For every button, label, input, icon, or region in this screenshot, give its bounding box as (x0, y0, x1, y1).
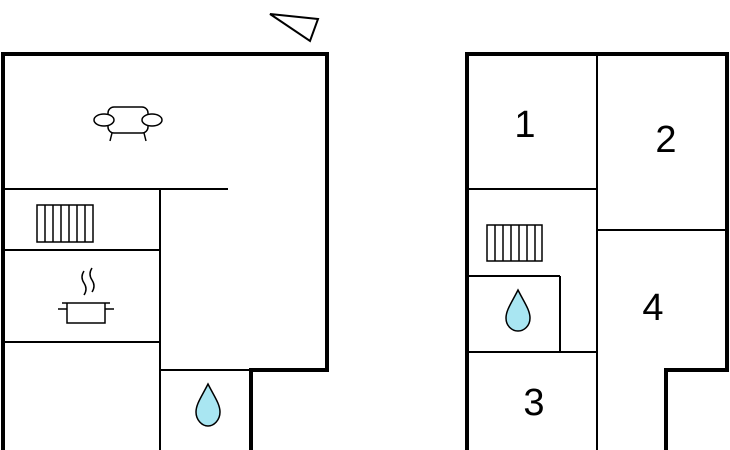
radiator-icon (36, 204, 94, 243)
room-4-label: 4 (642, 287, 663, 329)
water-drop-icon (505, 288, 531, 332)
ground-floor-plan (1, 52, 329, 450)
room-3-label: 3 (523, 382, 544, 424)
room-1-label: 1 (514, 104, 535, 146)
upper-floor-interior-walls (467, 54, 727, 450)
water-drop-icon (195, 382, 221, 427)
ground-floor-interior-walls (3, 188, 251, 450)
cooking-pot-icon (58, 267, 114, 324)
upper-floor-plan: 1 2 3 4 (465, 52, 729, 450)
compass-triangle-icon (269, 13, 320, 43)
radiator-icon (486, 224, 543, 262)
upper-floor-outer-wall (465, 52, 729, 450)
sofa-icon (93, 106, 163, 142)
room-2-label: 2 (655, 119, 676, 161)
ground-floor-outer-wall (1, 52, 329, 450)
